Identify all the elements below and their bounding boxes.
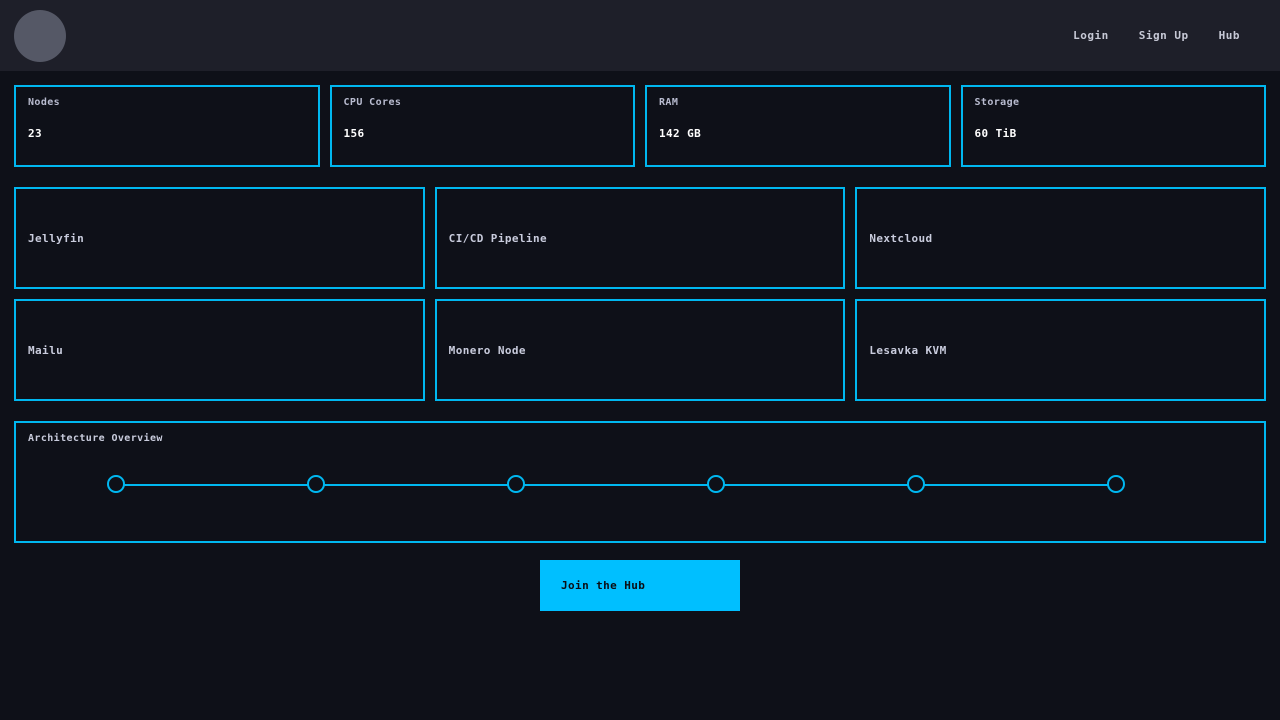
nav-link-sign-up[interactable]: Sign Up: [1138, 29, 1189, 42]
stat-label: CPU Cores: [343, 97, 402, 108]
architecture-node-4[interactable]: [707, 475, 725, 493]
service-name: CI/CD Pipeline: [448, 231, 547, 245]
architecture-node-3[interactable]: [507, 475, 525, 493]
service-card-jellyfin[interactable]: Jellyfin: [14, 187, 425, 289]
service-card-ci-cd-pipeline[interactable]: CI/CD Pipeline: [434, 187, 846, 289]
services-row-1: Jellyfin CI/CD Pipeline Nextcloud: [14, 187, 1267, 289]
architecture-node-1[interactable]: [107, 475, 125, 493]
page-body: Nodes 23 CPU Cores 156 RAM 142 GB Storag…: [0, 71, 1280, 611]
architecture-panel: Architecture Overview: [14, 421, 1266, 543]
service-card-nextcloud[interactable]: Nextcloud: [855, 187, 1267, 289]
stat-card-storage: Storage 60 TiB: [960, 85, 1266, 167]
nav-link-hub[interactable]: Hub: [1218, 29, 1240, 42]
service-name: Mailu: [28, 343, 64, 357]
join-the-hub-button[interactable]: Join the Hub: [540, 560, 740, 611]
stat-card-cpu-cores: CPU Cores 156: [329, 85, 635, 167]
stat-value: 156: [343, 127, 365, 140]
stat-card-ram: RAM 142 GB: [645, 85, 951, 167]
service-name: Jellyfin: [28, 231, 85, 245]
stat-label: Nodes: [28, 97, 61, 108]
architecture-title: Architecture Overview: [28, 433, 163, 444]
stats-row: Nodes 23 CPU Cores 156 RAM 142 GB Storag…: [14, 85, 1266, 167]
service-name: Monero Node: [448, 343, 526, 357]
service-card-mailu[interactable]: Mailu: [14, 299, 425, 401]
nav-link-login[interactable]: Login: [1073, 29, 1109, 42]
service-card-monero-node[interactable]: Monero Node: [434, 299, 846, 401]
avatar[interactable]: [14, 9, 66, 62]
architecture-node-6[interactable]: [1107, 475, 1125, 493]
service-name: Lesavka KVM: [869, 343, 947, 357]
main-nav: Login Sign Up Hub: [1073, 29, 1240, 42]
stat-label: Storage: [974, 97, 1020, 108]
service-name: Nextcloud: [869, 231, 933, 245]
architecture-node-2[interactable]: [307, 475, 325, 493]
cta-container: Join the Hub: [14, 560, 1266, 611]
stat-value: 142 GB: [659, 127, 702, 140]
stat-value: 60 TiB: [974, 127, 1017, 140]
stat-label: RAM: [659, 97, 679, 108]
stat-value: 23: [28, 127, 43, 140]
architecture-connector-line: [116, 484, 1116, 486]
join-the-hub-label: Join the Hub: [561, 579, 646, 592]
top-header: Login Sign Up Hub: [0, 0, 1280, 71]
architecture-diagram: [16, 467, 1264, 503]
architecture-node-5[interactable]: [907, 475, 925, 493]
stat-card-nodes: Nodes 23: [14, 85, 320, 167]
service-card-lesavka-kvm[interactable]: Lesavka KVM: [855, 299, 1267, 401]
services-row-2: Mailu Monero Node Lesavka KVM: [14, 299, 1267, 401]
